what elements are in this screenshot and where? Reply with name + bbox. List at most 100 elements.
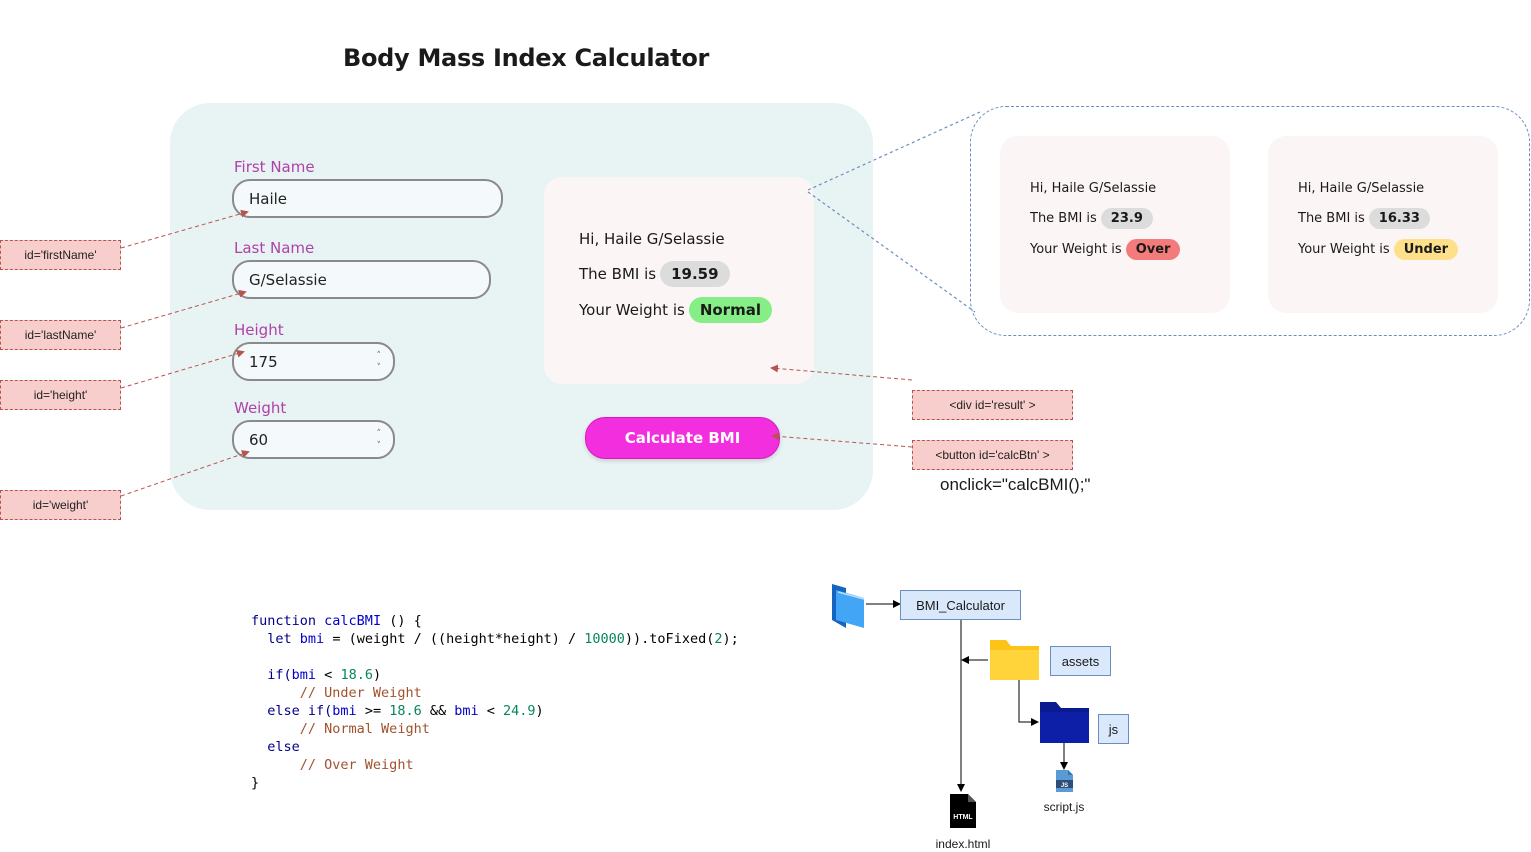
weight-id-label: id='weight': [0, 490, 121, 520]
js-folder-icon: [1040, 702, 1089, 743]
code-token: bmi: [299, 631, 325, 647]
code-token: bmi: [332, 703, 357, 719]
code-token: 18.6: [389, 703, 422, 719]
last-name-id-label: id='lastName': [0, 320, 121, 350]
height-label: Height: [234, 321, 284, 339]
first-name-connector: [120, 209, 249, 249]
root-folder-label: BMI_Calculator: [900, 590, 1021, 620]
result-weight-line: Your Weight is Normal: [579, 297, 772, 323]
weight-connector: [120, 450, 250, 497]
code-token: bmi: [454, 703, 479, 719]
under-status-badge: Under: [1393, 239, 1459, 260]
chevron-up-icon[interactable]: ˄: [376, 429, 382, 439]
over-bmi-prefix: The BMI is: [1030, 211, 1097, 226]
script-file-label: script.js: [1043, 800, 1085, 814]
over-weight-line: Your Weight is Over: [1030, 239, 1181, 260]
chevron-down-icon[interactable]: ˅: [376, 441, 382, 451]
code-token: 10000: [584, 631, 625, 647]
height-input[interactable]: 175 ˄ ˅: [232, 342, 395, 381]
height-stepper[interactable]: ˄ ˅: [377, 350, 382, 374]
under-bmi-value: 16.33: [1368, 208, 1430, 229]
under-bmi-prefix: The BMI is: [1298, 211, 1365, 226]
chevron-up-icon[interactable]: ˄: [376, 351, 382, 361]
result-status-badge: Normal: [688, 297, 772, 323]
code-comment: // Under Weight: [299, 685, 422, 701]
result-bmi-prefix: The BMI is: [579, 265, 657, 283]
over-status-badge: Over: [1125, 239, 1181, 260]
code-token: function: [251, 613, 317, 629]
assets-folder-label: assets: [1050, 646, 1111, 676]
code-block: function calcBMI () { let bmi = (weight …: [251, 612, 739, 792]
page-title: Body Mass Index Calculator: [343, 44, 710, 72]
weight-label: Weight: [234, 399, 287, 417]
last-name-connector: [120, 289, 247, 329]
zoom-line-top: [807, 111, 981, 191]
code-token: <: [316, 667, 341, 683]
result-bmi-line: The BMI is 19.59: [579, 261, 730, 287]
code-token: 24.9: [503, 703, 536, 719]
code-token: }: [251, 775, 260, 791]
under-state-card: Hi, Haile G/Selassie The BMI is 16.33 Yo…: [1268, 136, 1498, 313]
zoom-line-bottom: [807, 191, 976, 313]
code-token: () {: [381, 613, 422, 629]
first-name-label: First Name: [234, 158, 315, 176]
code-token: &&: [421, 703, 455, 719]
first-name-input[interactable]: Haile: [232, 179, 503, 218]
js-badge-text: JS: [1061, 783, 1068, 789]
result-card: Hi, Haile G/Selassie The BMI is 19.59 Yo…: [544, 177, 814, 384]
calc-button-label: <button id='calcBtn' >: [912, 440, 1073, 470]
code-token: );: [722, 631, 739, 647]
weight-input[interactable]: 60 ˄ ˅: [232, 420, 395, 459]
code-comment: // Over Weight: [299, 757, 414, 773]
code-token: else if(: [267, 703, 333, 719]
index-file-label: index.html: [935, 837, 991, 851]
button-connector: [771, 432, 913, 448]
calculate-bmi-button[interactable]: Calculate BMI: [585, 417, 780, 459]
code-token: 18.6: [340, 667, 373, 683]
open-folder-icon: [832, 584, 865, 628]
height-value: 175: [249, 352, 278, 371]
last-name-label: Last Name: [234, 239, 315, 257]
weight-stepper[interactable]: ˄ ˅: [377, 428, 382, 452]
weight-value: 60: [249, 430, 269, 449]
code-token: ): [372, 667, 382, 683]
last-name-value: G/Selassie: [249, 270, 327, 289]
result-div-label: <div id='result' >: [912, 390, 1073, 420]
code-token: calcBMI: [324, 613, 382, 629]
first-name-id-label: id='firstName': [0, 240, 121, 270]
over-weight-prefix: Your Weight is: [1030, 242, 1122, 257]
code-token: >=: [356, 703, 390, 719]
html-badge-text: HTML: [953, 814, 973, 821]
result-weight-prefix: Your Weight is: [579, 301, 685, 319]
code-token: <: [478, 703, 504, 719]
code-token: )).toFixed(: [624, 631, 715, 647]
result-greeting: Hi, Haile G/Selassie: [579, 230, 725, 248]
over-greeting: Hi, Haile G/Selassie: [1030, 181, 1157, 196]
code-token: if(: [267, 667, 292, 683]
js-folder-label: js: [1098, 714, 1129, 744]
over-state-card: Hi, Haile G/Selassie The BMI is 23.9 You…: [1000, 136, 1230, 313]
under-weight-line: Your Weight is Under: [1298, 239, 1459, 260]
code-token: 2: [714, 631, 723, 647]
under-greeting: Hi, Haile G/Selassie: [1298, 181, 1425, 196]
code-token: bmi: [291, 667, 317, 683]
code-comment: // Normal Weight: [299, 721, 430, 737]
first-name-value: Haile: [249, 189, 288, 208]
onclick-label: onclick="calcBMI();": [940, 475, 1091, 494]
under-bmi-line: The BMI is 16.33: [1298, 208, 1430, 229]
chevron-down-icon[interactable]: ˅: [376, 363, 382, 373]
code-token: else: [267, 739, 300, 755]
result-states-frame: [970, 106, 1530, 336]
last-name-input[interactable]: G/Selassie: [232, 260, 491, 299]
result-connector: [770, 364, 913, 381]
assets-folder-icon: [990, 640, 1039, 680]
height-connector: [120, 349, 245, 389]
code-token: ): [535, 703, 544, 719]
over-bmi-value: 23.9: [1100, 208, 1153, 229]
js-file-icon: JS: [1056, 770, 1073, 792]
code-token: = (weight / ((height*height) /: [324, 631, 585, 647]
height-id-label: id='height': [0, 380, 121, 410]
result-bmi-value: 19.59: [660, 261, 730, 287]
over-bmi-line: The BMI is 23.9: [1030, 208, 1153, 229]
